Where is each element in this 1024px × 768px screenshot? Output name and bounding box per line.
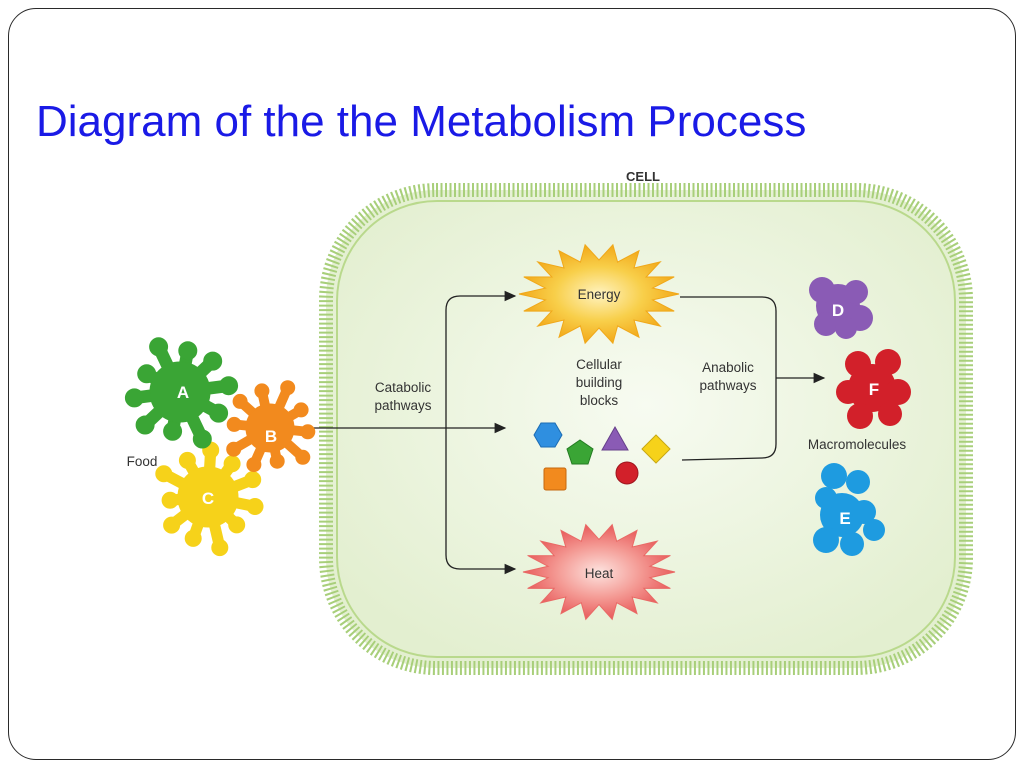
- diamond-icon: [641, 434, 671, 464]
- cell-membrane-outer: [319, 183, 973, 675]
- food-molecule-a-label: A: [177, 383, 189, 402]
- food-label: Food: [127, 454, 158, 469]
- cell-label: CELL: [626, 169, 660, 184]
- energy-burst: [518, 243, 680, 345]
- food-molecule-a: [124, 337, 239, 449]
- catabolic-label-line2: pathways: [374, 398, 431, 413]
- catabolic-arrow-heat: [445, 428, 517, 575]
- macromolecules-label: Macromolecules: [808, 437, 907, 452]
- circle-icon: [615, 461, 639, 485]
- energy-label: Energy: [578, 287, 621, 302]
- building-blocks-label-line2: building: [576, 375, 623, 390]
- slide-title: Diagram of the the Metabolism Process: [36, 97, 807, 146]
- pentagon-icon: [566, 439, 594, 465]
- food-molecule-b: [226, 380, 316, 473]
- hexagon-icon: [533, 422, 563, 448]
- macromolecule-f-label: F: [869, 380, 879, 399]
- food-molecule-c: [155, 441, 264, 557]
- square-icon: [543, 467, 567, 491]
- building-blocks-label-line1: Cellular: [576, 357, 622, 372]
- triangle-icon: [601, 425, 629, 451]
- macromolecules: [809, 277, 911, 556]
- macromolecule-d: [809, 277, 873, 339]
- cell-membrane-inner: [336, 200, 956, 658]
- heat-burst: [522, 523, 676, 621]
- macromolecule-e: [813, 463, 885, 556]
- heat-label: Heat: [585, 566, 614, 581]
- macromolecule-e-label: E: [839, 509, 850, 528]
- food-molecule-c-label: C: [202, 489, 214, 508]
- food-molecule-b-label: B: [265, 427, 277, 446]
- catabolic-label-line1: Catabolic: [375, 380, 432, 395]
- building-blocks-label-line3: blocks: [580, 393, 619, 408]
- anabolic-label-line2: pathways: [699, 378, 756, 393]
- macromolecule-f: [836, 349, 911, 429]
- macromolecule-d-label: D: [832, 301, 844, 320]
- food-molecules: [124, 337, 316, 557]
- anabolic-label-line1: Anabolic: [702, 360, 754, 375]
- catabolic-arrow-energy: [445, 290, 517, 428]
